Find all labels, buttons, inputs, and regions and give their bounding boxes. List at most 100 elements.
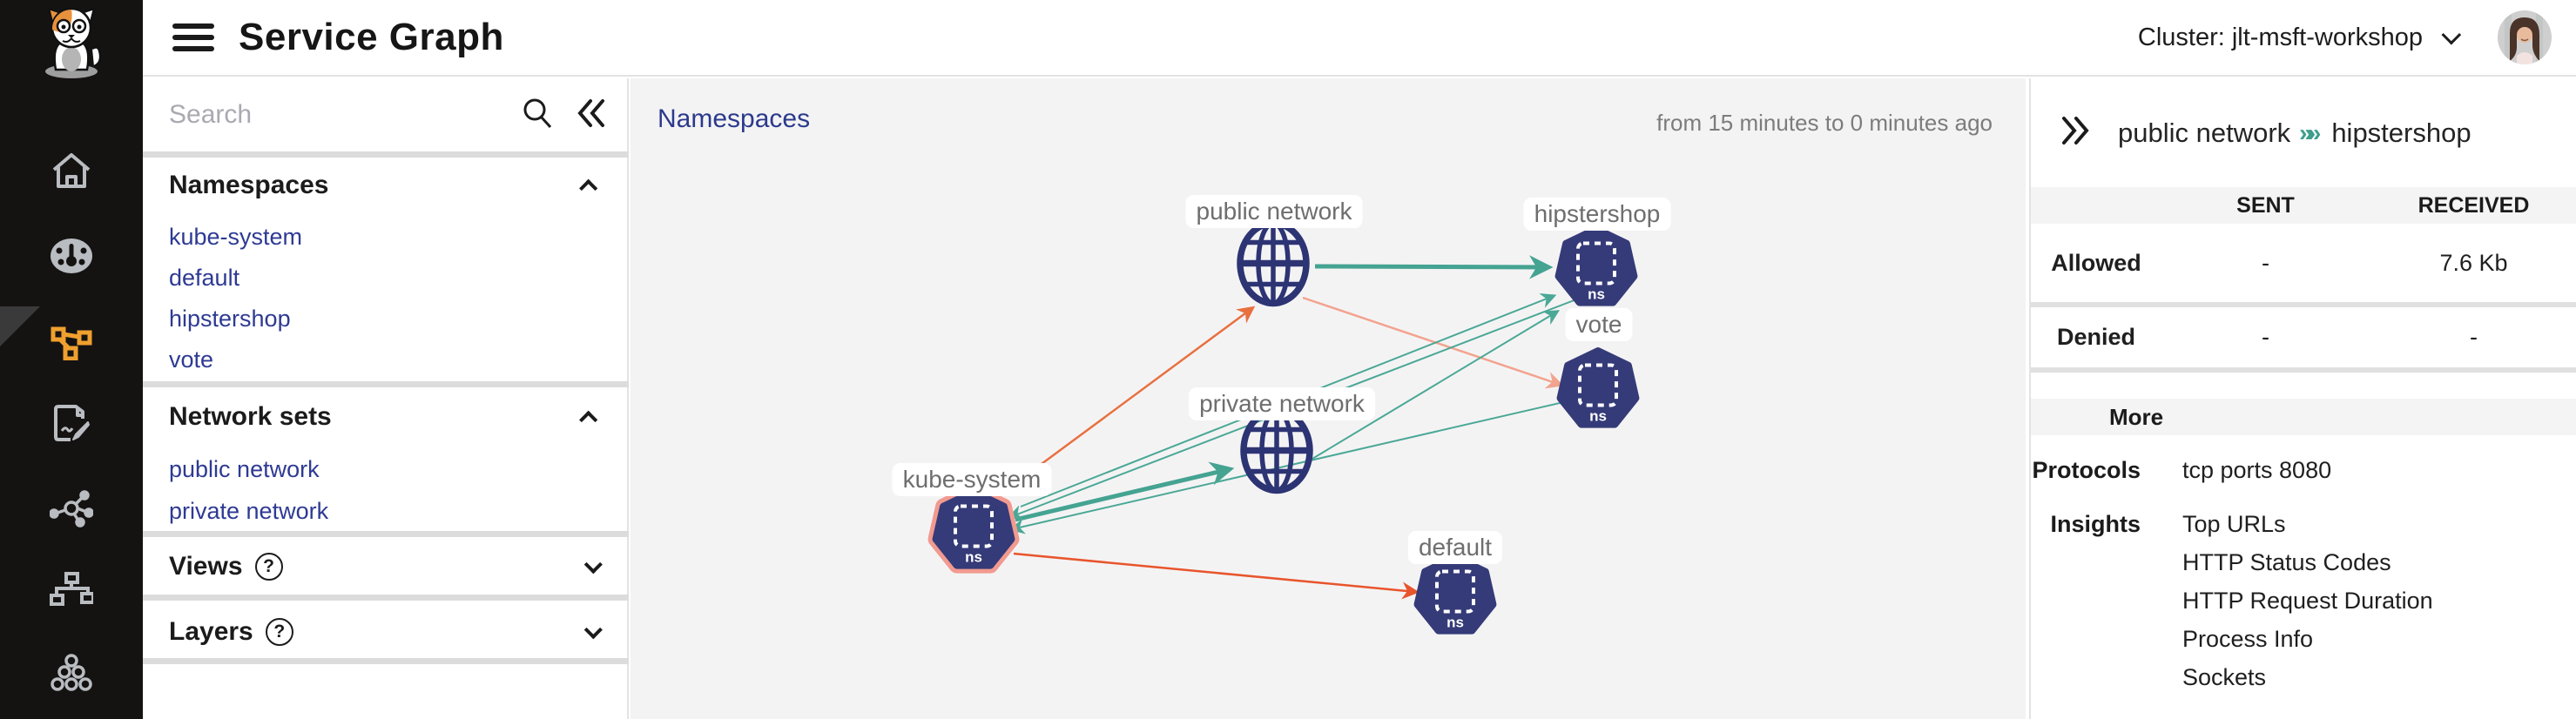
home-icon (50, 151, 93, 195)
traffic-table-header: SENT RECEIVED (2031, 187, 2576, 224)
insight-item-top-urls: Top URLs (2182, 511, 2286, 537)
rail-item-dashboard[interactable] (0, 226, 143, 289)
network-set-item-private-network[interactable]: private network (169, 497, 329, 524)
section-label: Namespaces (169, 171, 329, 199)
breadcrumb-separator-icon: »» (2299, 118, 2321, 146)
section-label: Layers (169, 617, 253, 646)
time-range-label: from 15 minutes to 0 minutes ago (1656, 110, 1993, 136)
connections-icon (49, 489, 94, 532)
details-header: public network »» hipstershop (2031, 78, 2576, 187)
node-default[interactable]: ns (1403, 544, 1507, 653)
rail-item-service-graph[interactable] (0, 312, 143, 374)
node-hipstershop[interactable]: ns (1544, 216, 1649, 325)
denied-sent-value: - (2262, 324, 2269, 350)
edge-kube-system-to-private-network[interactable] (1015, 461, 1235, 522)
divider (143, 658, 629, 664)
chevron-down-icon (2441, 24, 2462, 45)
breadcrumb: public network »» hipstershop (2118, 118, 2471, 149)
collapse-panel-icon[interactable] (577, 97, 606, 133)
search-icon[interactable] (521, 97, 554, 134)
namespace-hexnode-icon: ns (927, 484, 1020, 574)
cluster-selector[interactable]: Cluster: jlt-msft-workshop (2137, 23, 2462, 52)
globe-icon (1237, 219, 1310, 307)
rail-item-home[interactable] (0, 141, 143, 204)
edge-kube-system-to-default[interactable] (1013, 552, 1419, 600)
node-label-vote[interactable]: vote (1565, 308, 1633, 341)
divider (2031, 367, 2576, 373)
service-graph-icon (50, 322, 93, 365)
svg-text:ns: ns (1589, 408, 1607, 425)
node-label-private-network[interactable]: private network (1189, 387, 1375, 420)
namespace-item-default[interactable]: default (169, 264, 240, 291)
more-label: More (2109, 403, 2164, 430)
column-header-received: RECEIVED (2418, 192, 2530, 218)
svg-text:ns: ns (1446, 615, 1464, 631)
section-header-layers[interactable]: Layers ? (143, 608, 629, 655)
cluster-selector-label: Cluster: jlt-msft-workshop (2137, 23, 2423, 51)
clusters-icon (50, 653, 93, 698)
divider (143, 151, 629, 158)
allowed-sent-value: - (2262, 249, 2269, 276)
protocols-label: Protocols (2032, 457, 2141, 483)
user-avatar[interactable] (2498, 10, 2552, 64)
top-bar: Service Graph Cluster: jlt-msft-workshop (143, 0, 2576, 77)
network-set-item-public-network[interactable]: public network (169, 455, 320, 482)
canvas-view-label: Namespaces (657, 104, 811, 133)
edge-kube-system-to-public-network[interactable] (1001, 306, 1256, 495)
details-panel: public network »» hipstershop SENT RECEI… (2029, 78, 2576, 719)
calico-cat-logo (17, 5, 125, 78)
node-public-network[interactable] (1225, 216, 1321, 316)
divider (143, 531, 629, 537)
allowed-received-value: 7.6 Kb (2439, 249, 2508, 276)
rail-item-flow-report[interactable] (0, 393, 143, 456)
node-label-kube-system[interactable]: kube-system (892, 463, 1052, 496)
more-section-header: More (2031, 399, 2576, 435)
namespace-hexnode-icon: ns (1554, 225, 1638, 306)
protocols-row: Protocols tcp ports 8080 (2031, 457, 2576, 484)
service-graph-canvas[interactable]: Namespaces from 15 minutes to 0 minutes … (631, 78, 2026, 719)
insights-list: Top URLs HTTP Status Codes HTTP Request … (2182, 511, 2433, 702)
help-icon[interactable]: ? (254, 553, 283, 581)
section-label: Network sets (169, 402, 332, 431)
edge-public-network-to-hipstershop[interactable] (1314, 255, 1554, 279)
help-icon[interactable]: ? (265, 618, 293, 646)
node-kube-system[interactable]: ns (917, 474, 1030, 592)
divider (2031, 302, 2576, 307)
node-label-public-network[interactable]: public network (1185, 195, 1363, 228)
node-label-default[interactable]: default (1407, 531, 1503, 564)
insight-item-http-status-codes: HTTP Status Codes (2182, 549, 2391, 575)
namespace-hexnode-icon: ns (1413, 554, 1497, 635)
hamburger-menu-icon[interactable] (172, 17, 214, 57)
section-header-network-sets[interactable]: Network sets (143, 393, 629, 440)
node-label-hipstershop[interactable]: hipstershop (1523, 198, 1671, 231)
breadcrumb-source[interactable]: public network (2118, 117, 2291, 148)
active-notch (0, 306, 40, 346)
edge-private-network-to-hipstershop[interactable] (1307, 310, 1561, 462)
gauge-icon (49, 237, 94, 279)
node-vote[interactable]: ns (1546, 338, 1650, 447)
namespace-item-kube-system[interactable]: kube-system (169, 223, 303, 250)
rail-item-hierarchy[interactable] (0, 561, 143, 623)
hierarchy-icon (50, 571, 95, 614)
rail-item-clusters[interactable] (0, 644, 143, 707)
row-label-allowed: Allowed (2051, 249, 2141, 276)
chevron-down-icon (583, 554, 603, 574)
insights-row: Insights Top URLs HTTP Status Codes HTTP… (2031, 511, 2576, 702)
insight-item-process-info: Process Info (2182, 626, 2314, 652)
chevron-up-icon (579, 410, 598, 429)
rail-item-connections[interactable] (0, 479, 143, 541)
svg-text:ns: ns (1588, 286, 1605, 303)
row-label-denied: Denied (2056, 324, 2136, 350)
section-label: Views (169, 552, 243, 581)
search-input[interactable] (169, 100, 521, 130)
insights-label: Insights (2050, 511, 2141, 537)
expand-panel-icon[interactable] (2060, 116, 2092, 150)
side-panel: Namespaces kube-system default hipstersh… (143, 78, 629, 719)
section-header-views[interactable]: Views ? (143, 543, 629, 590)
edge-public-network-to-vote[interactable] (1302, 296, 1564, 389)
section-header-namespaces[interactable]: Namespaces (143, 162, 629, 209)
breadcrumb-target[interactable]: hipstershop (2331, 117, 2471, 148)
insight-item-sockets: Sockets (2182, 664, 2267, 690)
namespace-item-hipstershop[interactable]: hipstershop (169, 305, 291, 332)
namespace-item-vote[interactable]: vote (169, 346, 214, 373)
